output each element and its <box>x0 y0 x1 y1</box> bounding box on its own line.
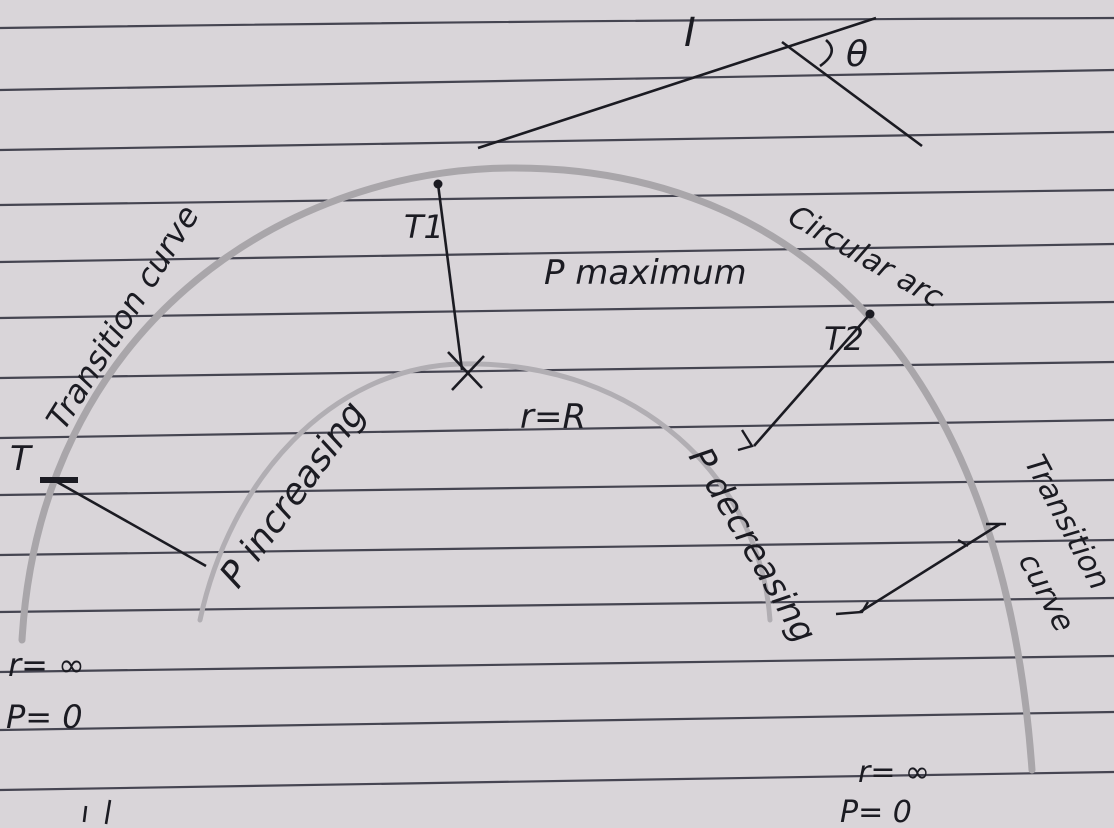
bottom-scribble <box>82 799 112 825</box>
point-t1-label: T1 <box>404 208 444 246</box>
center-cross <box>447 351 485 391</box>
right-end-tick <box>835 601 870 616</box>
p-maximum-label: P maximum <box>544 253 747 293</box>
t1-point <box>433 179 443 189</box>
back-tangent-line <box>477 16 877 150</box>
radius-line-t2 <box>753 313 871 447</box>
right-offset-line <box>859 522 1001 614</box>
ruled-lines <box>0 16 1114 792</box>
radius-line-t1 <box>436 183 464 371</box>
deflection-angle-label: θ <box>846 34 868 75</box>
t2-point <box>865 309 875 319</box>
deflection-angle-arc <box>819 39 834 68</box>
left-offset-line <box>49 476 207 568</box>
forward-tangent-line <box>781 40 923 148</box>
point-t-label: T <box>10 439 33 479</box>
t2-foot-tick <box>737 429 754 452</box>
outer-curve <box>18 164 1036 774</box>
left-radius-label: r= ∞ <box>8 646 85 684</box>
left-p-label: P= 0 <box>6 698 83 736</box>
p-increasing-label: P increasing <box>212 394 374 595</box>
right-top-tick <box>957 522 1006 548</box>
right-p-label: P= 0 <box>840 795 912 828</box>
intersection-label: I <box>684 10 696 56</box>
r-equals-R-label: r=R <box>520 397 586 437</box>
right-radius-label: r= ∞ <box>858 755 930 790</box>
point-t2-label: T2 <box>824 320 864 358</box>
